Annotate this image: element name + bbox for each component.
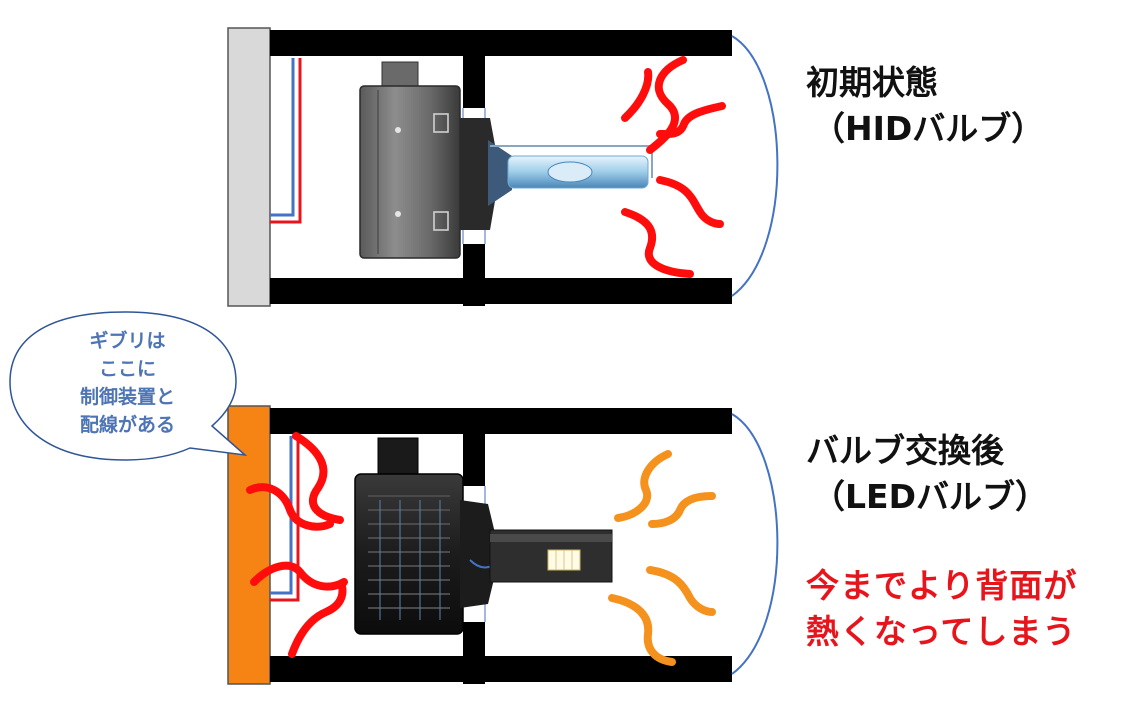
led-housing-top: [270, 408, 732, 434]
hid-mount-upper: [463, 38, 485, 108]
hid-subtitle: （HIDバルブ）: [812, 109, 1045, 148]
led-mount-lower: [463, 622, 485, 684]
hid-back-plate: [227, 27, 271, 307]
speech-bubble: [9, 311, 248, 461]
led-heatsink: [354, 473, 464, 635]
hid-diagram: [227, 27, 779, 307]
hid-wire-red: [270, 58, 302, 224]
led-subtitle: （LEDバルブ）: [812, 477, 1048, 516]
hid-mount-lower: [463, 244, 485, 306]
hid-heat-waves: [621, 56, 726, 278]
hid-wire-blue: [270, 58, 295, 217]
hid-housing-top: [270, 30, 732, 56]
led-title: バルブ交換後: [806, 431, 1004, 470]
bubble-text: ギブリは ここに 制御装置と 配線がある: [40, 327, 215, 439]
led-wire-blue: [270, 436, 293, 595]
led-connector: [377, 437, 419, 479]
led-rear-heat-waves: [246, 432, 348, 658]
hid-title: 初期状態: [806, 63, 938, 102]
led-mount-upper: [463, 416, 485, 486]
led-housing-bottom: [270, 656, 732, 682]
hid-lens: [731, 35, 779, 297]
led-lens: [731, 413, 779, 675]
hid-housing-bottom: [270, 278, 732, 304]
led-front-heat-waves: [608, 450, 716, 666]
led-wire-red: [270, 436, 300, 602]
bubble-line-2: ここに: [98, 358, 156, 380]
heat-note-line1: 今までより背面が: [806, 566, 1078, 605]
bubble-line-4: 配線がある: [79, 414, 175, 436]
bubble-line-1: ギブリは: [89, 330, 166, 352]
heat-note-line2: 熱くなってしまう: [806, 612, 1077, 651]
hid-ballast: [359, 85, 461, 259]
led-diagram: [227, 405, 779, 685]
bubble-line-3: 制御装置と: [79, 386, 175, 408]
